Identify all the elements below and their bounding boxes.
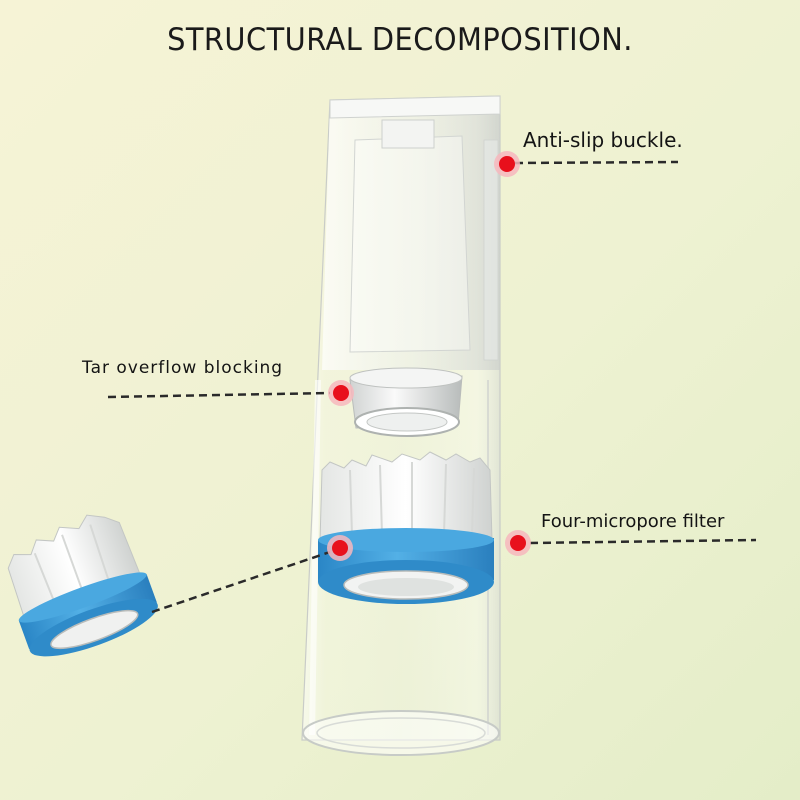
leader-lines xyxy=(107,160,757,614)
markers xyxy=(327,151,531,561)
leader-anti-slip xyxy=(514,160,679,165)
callout-four-micropore-label: Four-micropore filter xyxy=(541,511,725,532)
exploded-filter xyxy=(7,514,158,657)
marker-filter xyxy=(332,540,348,556)
marker-four-micropore xyxy=(510,535,526,551)
callout-tar-overflow-label: Tar overflow blocking xyxy=(82,358,284,378)
marker-anti-slip xyxy=(499,156,515,172)
leader-tar xyxy=(107,391,331,399)
inner-filter xyxy=(318,451,494,604)
page-title: STRUCTURAL DECOMPOSITION. xyxy=(167,22,633,58)
leader-four-micropore xyxy=(529,538,757,545)
callout-anti-slip-label: Anti-slip buckle. xyxy=(523,128,683,152)
tar-blocking-ring xyxy=(349,367,463,437)
leader-exploded xyxy=(151,550,331,614)
marker-tar xyxy=(333,385,349,401)
